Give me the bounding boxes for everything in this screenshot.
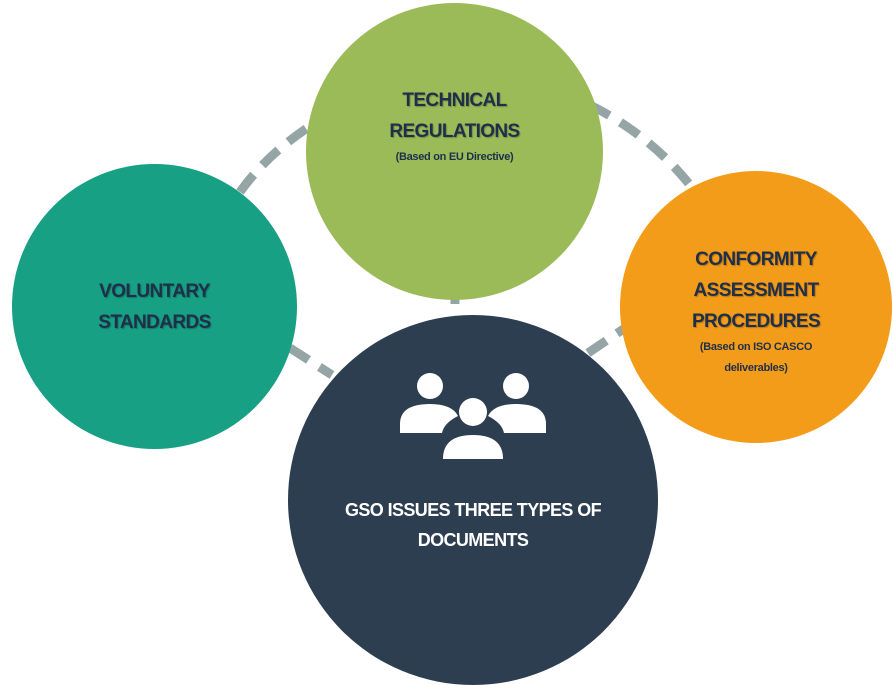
conformity-assessment-circle: CONFORMITY ASSESSMENT PROCEDURES (Based … <box>620 171 892 443</box>
connector-technical-conformity <box>587 100 694 188</box>
gso-documents-title: GSO ISSUES THREE TYPES OF DOCUMENTS <box>344 500 602 550</box>
conformity-assessment-title: CONFORMITY ASSESSMENT PROCEDURES <box>691 248 821 332</box>
gso-documents-circle: GSO ISSUES THREE TYPES OF DOCUMENTS <box>288 315 658 685</box>
voluntary-standards-title: VOLUNTARY STANDARDS <box>98 280 211 333</box>
connector-voluntary-gso <box>287 344 335 379</box>
technical-regulations-title: TECHNICAL REGULATIONS <box>389 90 520 142</box>
connector-conformity-gso <box>585 324 628 357</box>
technical-regulations-circle: TECHNICAL REGULATIONS (Based on EU Direc… <box>306 3 603 300</box>
connector-voluntary-technical <box>236 116 323 195</box>
conformity-assessment-subtitle: (Based on ISO CASCO deliverables) <box>699 340 813 374</box>
people-group-icon <box>400 373 546 459</box>
diagram-canvas: TECHNICAL REGULATIONS (Based on EU Direc… <box>12 3 892 685</box>
technical-regulations-subtitle: (Based on EU Directive) <box>395 151 514 163</box>
voluntary-standards-circle: VOLUNTARY STANDARDS <box>12 164 297 449</box>
